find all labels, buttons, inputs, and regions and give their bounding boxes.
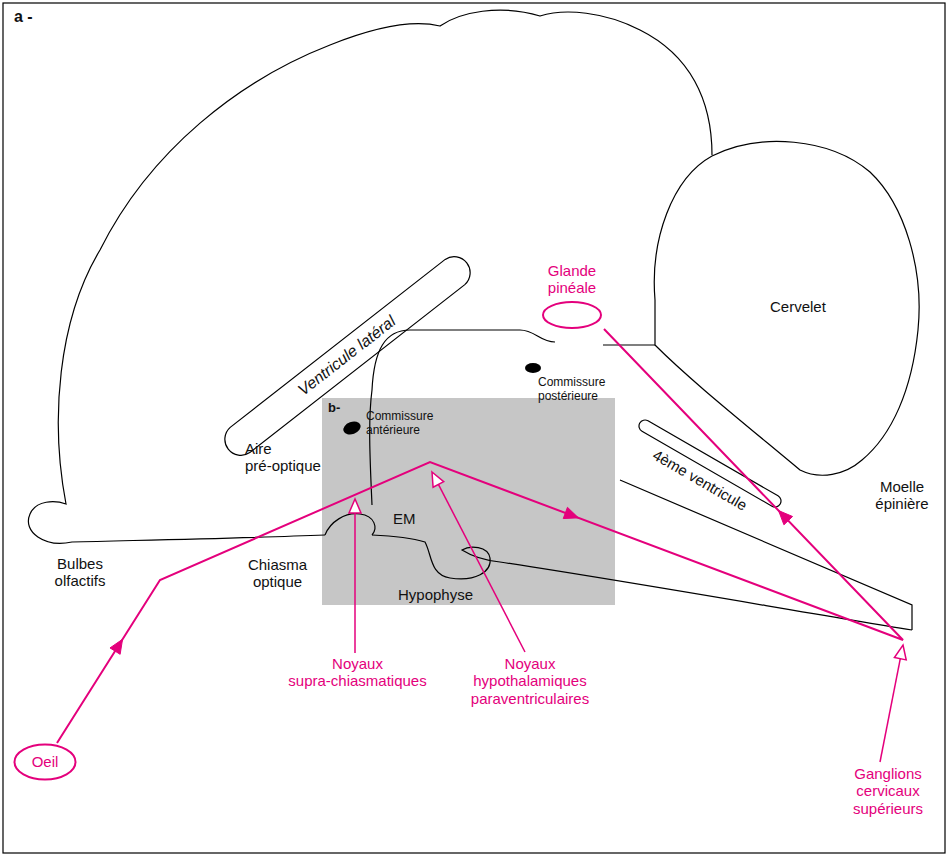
part-name: Chiasma optique	[240, 556, 315, 591]
word: Noyaux	[332, 655, 383, 672]
leader-line	[438, 484, 525, 652]
pathway-label: Ganglions cervicaux supérieurs	[838, 765, 938, 817]
zoom-region	[322, 398, 615, 605]
arrowhead	[110, 639, 123, 654]
node-heading: Glande pinéale	[540, 262, 604, 297]
pineal-gland: Glande pinéale	[540, 262, 604, 330]
word: olfactifs	[55, 572, 106, 589]
word: Commissure	[538, 375, 605, 389]
pathway-label: Noyaux supra-chiasmatiques	[285, 655, 430, 690]
word: pré-optique	[245, 457, 321, 474]
anterior-commissure	[341, 419, 362, 436]
ellipse-shape	[543, 302, 601, 328]
word: postérieure	[538, 389, 598, 403]
word: optique	[253, 573, 302, 590]
part-name: Hypophyse	[398, 586, 473, 603]
word: Glande	[548, 262, 596, 279]
part-name: 4ème ventricule	[648, 445, 752, 515]
word: Commissure	[366, 409, 433, 423]
word: épinière	[875, 495, 928, 512]
word: Ganglions	[854, 765, 922, 782]
panel-letter: a -	[14, 8, 33, 26]
word: cervicaux	[856, 782, 919, 799]
panel-letter: b-	[328, 401, 340, 416]
pathway-label: Noyaux hypothalamiques paraventriculaire…	[455, 655, 605, 707]
part-name: Aire pré-optique	[245, 440, 337, 475]
part-name: Bulbes olfactifs	[40, 555, 120, 590]
part-name: EM	[393, 510, 416, 527]
midbrain-line	[603, 344, 655, 345]
part-name: Ventricule latéral	[295, 312, 400, 399]
word: hypothalamiques	[473, 672, 586, 689]
word: Moelle	[880, 478, 924, 495]
frame	[3, 3, 945, 853]
hollow-arrowhead	[432, 472, 444, 487]
word: Oeil	[32, 753, 59, 770]
cerebellum-outline	[654, 141, 919, 475]
leader-line	[354, 513, 356, 653]
brainstem-dorsal	[620, 480, 912, 630]
pathway-connector-group	[57, 329, 903, 743]
hollow-arrowhead	[349, 499, 361, 513]
part-name: Commissure postérieure	[538, 376, 623, 404]
arrowhead	[779, 511, 793, 525]
pathway-line	[57, 329, 903, 743]
leader-line	[880, 659, 900, 762]
word: supra-chiasmatiques	[288, 672, 426, 689]
ellipse-shape	[15, 745, 76, 780]
node-label: Oeil	[32, 753, 59, 770]
eye-ellipse: Oeil	[13, 743, 77, 781]
word: antérieure	[366, 423, 420, 437]
posterior-commissure	[525, 363, 541, 373]
hollow-arrowhead	[894, 645, 906, 660]
word: Bulbes	[57, 555, 103, 572]
cerebrum-outline	[28, 10, 712, 543]
word: paraventriculaires	[471, 690, 589, 707]
word: Aire	[245, 440, 272, 457]
part-name: Cervelet	[770, 298, 826, 315]
lateral-ventricle	[225, 257, 470, 456]
arrowhead	[563, 507, 578, 518]
part-name: Moelle épinière	[866, 478, 938, 513]
word: supérieurs	[853, 800, 923, 817]
pituitary-outline	[372, 535, 500, 579]
word: Noyaux	[505, 655, 556, 672]
word: Chiasma	[248, 556, 307, 573]
ellipse-outline	[541, 300, 603, 330]
word: pinéale	[548, 279, 596, 296]
part-name: Commissure antérieure	[366, 410, 446, 438]
optic-chiasm	[325, 514, 375, 535]
